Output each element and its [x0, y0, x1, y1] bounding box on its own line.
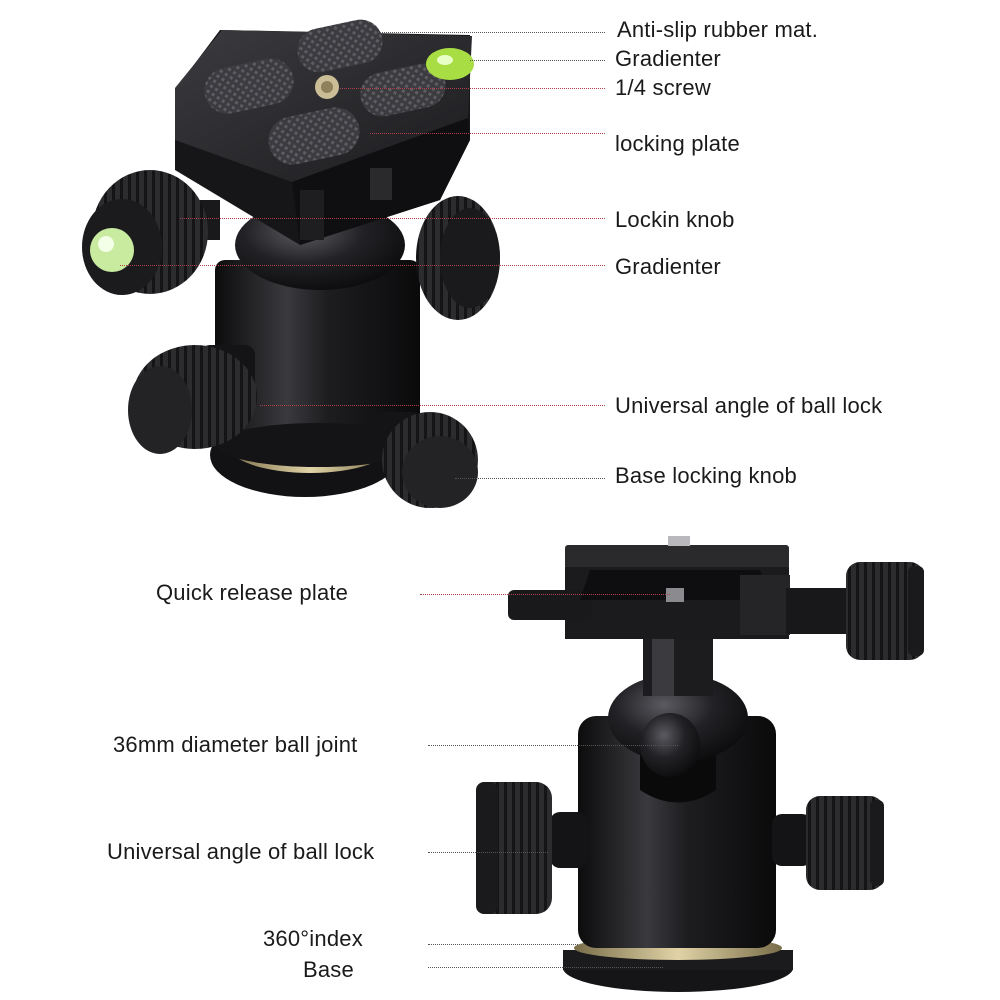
leader-line	[180, 218, 605, 219]
label-locking-plate: locking plate	[615, 131, 740, 156]
rubber-mat-pad	[204, 58, 294, 114]
rubber-mat-pad	[268, 107, 360, 165]
bottom-qr-plate	[565, 545, 789, 569]
bottom-head	[476, 536, 924, 992]
top-ball-lock-knob	[128, 345, 257, 454]
label-quick-release-plate: Quick release plate	[156, 580, 349, 605]
label-base: Base	[303, 957, 354, 982]
leader-line	[455, 478, 605, 479]
top-qr-plate	[175, 19, 474, 245]
label-bottom-ball-lock: Universal angle of ball lock	[107, 839, 375, 864]
leader-line	[370, 133, 605, 134]
label-top-ball-lock: Universal angle of ball lock	[615, 393, 883, 418]
bottom-qr-clamp	[508, 536, 924, 660]
top-base-lock-knob	[372, 412, 478, 508]
leader-line	[260, 405, 605, 406]
bottom-body-cylinder	[578, 716, 776, 948]
leader-line	[120, 265, 605, 266]
leader-line	[428, 967, 663, 968]
label-knob-gradienter: Gradienter	[615, 254, 721, 279]
bottom-right-knob	[772, 796, 884, 890]
leader-line	[428, 745, 678, 746]
label-lockin-knob: Lockin knob	[615, 207, 735, 232]
label-base-locking-knob: Base locking knob	[615, 463, 797, 488]
leader-line	[340, 88, 605, 89]
leader-line	[470, 60, 605, 61]
leader-line	[428, 944, 578, 945]
label-anti-slip-mat: Anti-slip rubber mat.	[617, 17, 819, 42]
label-ball-joint: 36mm diameter ball joint	[113, 732, 358, 757]
leader-line	[375, 32, 605, 33]
bottom-left-knob	[476, 782, 588, 914]
top-head	[82, 19, 500, 508]
rubber-mat-pad	[360, 63, 446, 117]
label-quarter-screw: 1/4 screw	[615, 75, 711, 100]
top-left-knob	[82, 170, 220, 295]
label-index: 360°index	[263, 926, 363, 951]
plate-bubble-level-icon	[426, 48, 474, 80]
leader-line	[428, 852, 548, 853]
rubber-mat-pad	[297, 19, 383, 73]
top-body-cylinder	[215, 260, 420, 450]
top-right-knob	[416, 196, 500, 320]
leader-line	[420, 594, 670, 595]
label-plate-gradienter: Gradienter	[615, 46, 721, 71]
